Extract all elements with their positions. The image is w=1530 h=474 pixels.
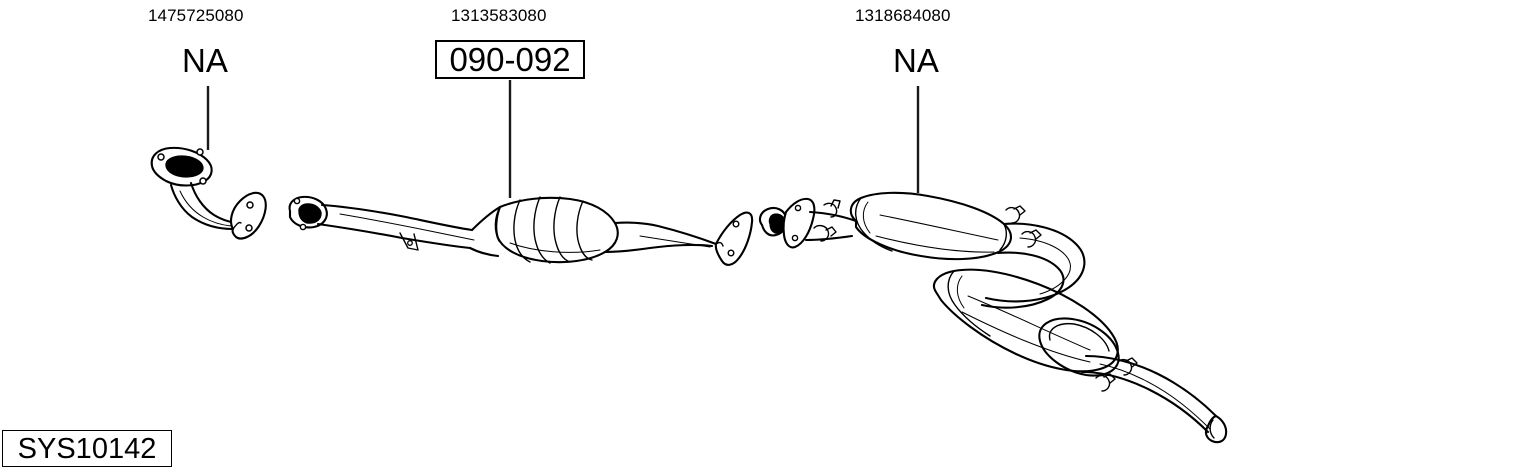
part-number-catalytic-converter: 1313583080 <box>451 6 547 25</box>
leader-lines <box>206 80 920 198</box>
system-code-box: SYS10142 <box>2 430 172 467</box>
part-number-rear-silencer: 1318684080 <box>855 6 951 25</box>
status-label-catalytic-converter: 090-092 <box>449 40 571 78</box>
catalytic-converter-drawing <box>288 195 754 266</box>
front-pipe-drawing <box>150 146 267 240</box>
status-label-rear-silencer: NA <box>893 42 939 79</box>
part-number-front-pipe: 1475725080 <box>148 6 244 25</box>
system-code-label: SYS10142 <box>17 432 157 465</box>
status-label-front-pipe: NA <box>182 42 228 79</box>
rear-silencer-assembly-drawing <box>758 191 1228 444</box>
status-box-catalytic-converter: 090-092 <box>435 40 585 79</box>
